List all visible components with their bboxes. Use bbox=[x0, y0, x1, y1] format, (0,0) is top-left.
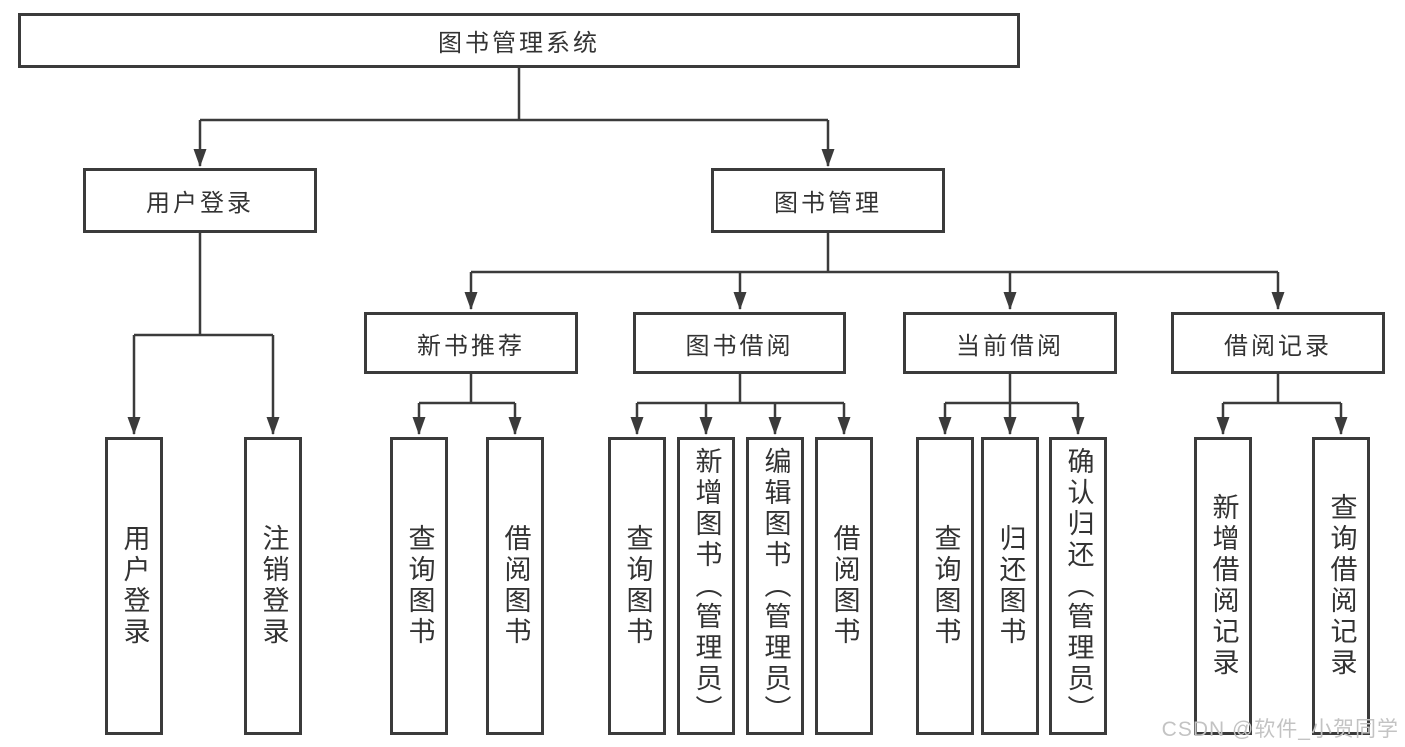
leaf-node-borrow-books: 借阅图书 bbox=[486, 437, 544, 735]
node-user-login: 用户登录 bbox=[83, 168, 317, 233]
leaf-node-edit-books-admin: 编辑图书（管理员） bbox=[746, 437, 804, 735]
node-current-borrow: 当前借阅 bbox=[903, 312, 1117, 374]
connector-current-borrow-children bbox=[938, 374, 1085, 435]
leaf-node-query-books: 查询图书 bbox=[390, 437, 448, 735]
leaf-node-return-books: 归还图书 bbox=[981, 437, 1039, 735]
connector-book-borrow-children bbox=[630, 374, 851, 435]
connector-borrow-records-children bbox=[1216, 374, 1348, 435]
node-book-management: 图书管理 bbox=[711, 168, 945, 233]
leaf-node-query-borrow-record: 查询借阅记录 bbox=[1312, 437, 1370, 735]
connector-user-login-children bbox=[127, 233, 280, 435]
leaf-node-query-books: 查询图书 bbox=[916, 437, 974, 735]
leaf-node-query-books: 查询图书 bbox=[608, 437, 666, 735]
node-book-borrow: 图书借阅 bbox=[633, 312, 846, 374]
node-borrow-records: 借阅记录 bbox=[1171, 312, 1385, 374]
leaf-node-logout-action: 注销登录 bbox=[244, 437, 302, 735]
node-library-management-system: 图书管理系统 bbox=[18, 13, 1020, 68]
connector-new-book-recommend-children bbox=[412, 374, 522, 435]
csdn-watermark: CSDN @软件_小贺同学 bbox=[1161, 718, 1399, 741]
leaf-node-user-login-action: 用户登录 bbox=[105, 437, 163, 735]
leaf-node-add-borrow-record: 新增借阅记录 bbox=[1194, 437, 1252, 735]
node-new-book-recommend: 新书推荐 bbox=[364, 312, 578, 374]
leaf-node-borrow-books: 借阅图书 bbox=[815, 437, 873, 735]
leaf-node-add-books-admin: 新增图书（管理员） bbox=[677, 437, 735, 735]
connector-book-management-children bbox=[464, 233, 1285, 310]
connector-root-to-level2 bbox=[193, 68, 835, 167]
leaf-node-confirm-return-admin: 确认归还（管理员） bbox=[1049, 437, 1107, 735]
